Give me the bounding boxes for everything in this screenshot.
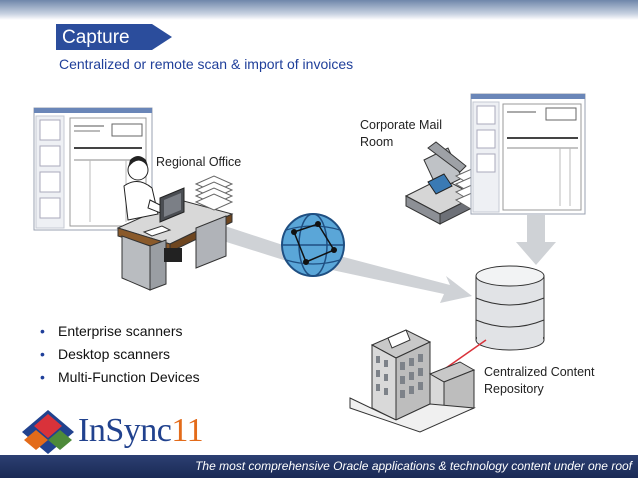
section-tag-label: Capture [62, 27, 130, 48]
repository-label-line1: Centralized Content [484, 365, 595, 379]
list-item-text: Multi-Function Devices [58, 369, 200, 385]
header-gradient-band [0, 0, 638, 20]
slide-subtitle: Centralized or remote scan & import of i… [59, 56, 354, 72]
corporate-building-icon [349, 329, 476, 433]
section-tag: Capture [56, 24, 172, 50]
list-item-text: Desktop scanners [58, 346, 171, 362]
repository-label-line2: Repository [484, 382, 544, 396]
logo-number: 11 [171, 412, 204, 449]
scanner-type-list: • Enterprise scanners • Desktop scanners •… [40, 320, 200, 389]
list-item: • Desktop scanners [40, 343, 200, 366]
repository-database-icon [475, 265, 545, 351]
globe-network-icon [281, 213, 345, 277]
regional-office-desk [116, 156, 234, 291]
repository-label: Centralized Content Repository [484, 364, 594, 398]
mail-room-label-line1: Corporate Mail [360, 118, 442, 132]
building-to-repository-connector [445, 339, 487, 369]
bullet-icon: • [40, 369, 45, 385]
list-item-text: Enterprise scanners [58, 323, 183, 339]
flow-arrow-office-to-globe [220, 225, 292, 262]
bullet-icon: • [40, 346, 45, 362]
flow-arrow-mailroom-to-repository [516, 215, 556, 265]
invoice-document-right [470, 93, 586, 215]
mail-room-label: Corporate Mail Room [360, 117, 442, 151]
list-item: • Multi-Function Devices [40, 366, 200, 389]
regional-office-label: Regional Office [156, 155, 242, 169]
footer-bar: The most comprehensive Oracle applicatio… [0, 455, 638, 478]
list-item: • Enterprise scanners [40, 320, 200, 343]
footer-tagline: The most comprehensive Oracle applicatio… [195, 459, 632, 473]
flow-arrow-globe-to-repository [332, 255, 472, 303]
bullet-icon: • [40, 323, 45, 339]
insync11-logo: InSync11 [22, 410, 204, 454]
logo-wordmark: InSync11 [78, 412, 204, 450]
mail-room-label-line2: Room [360, 135, 394, 149]
logo-diamond-icon [22, 410, 74, 454]
logo-name: InSync [78, 412, 172, 449]
